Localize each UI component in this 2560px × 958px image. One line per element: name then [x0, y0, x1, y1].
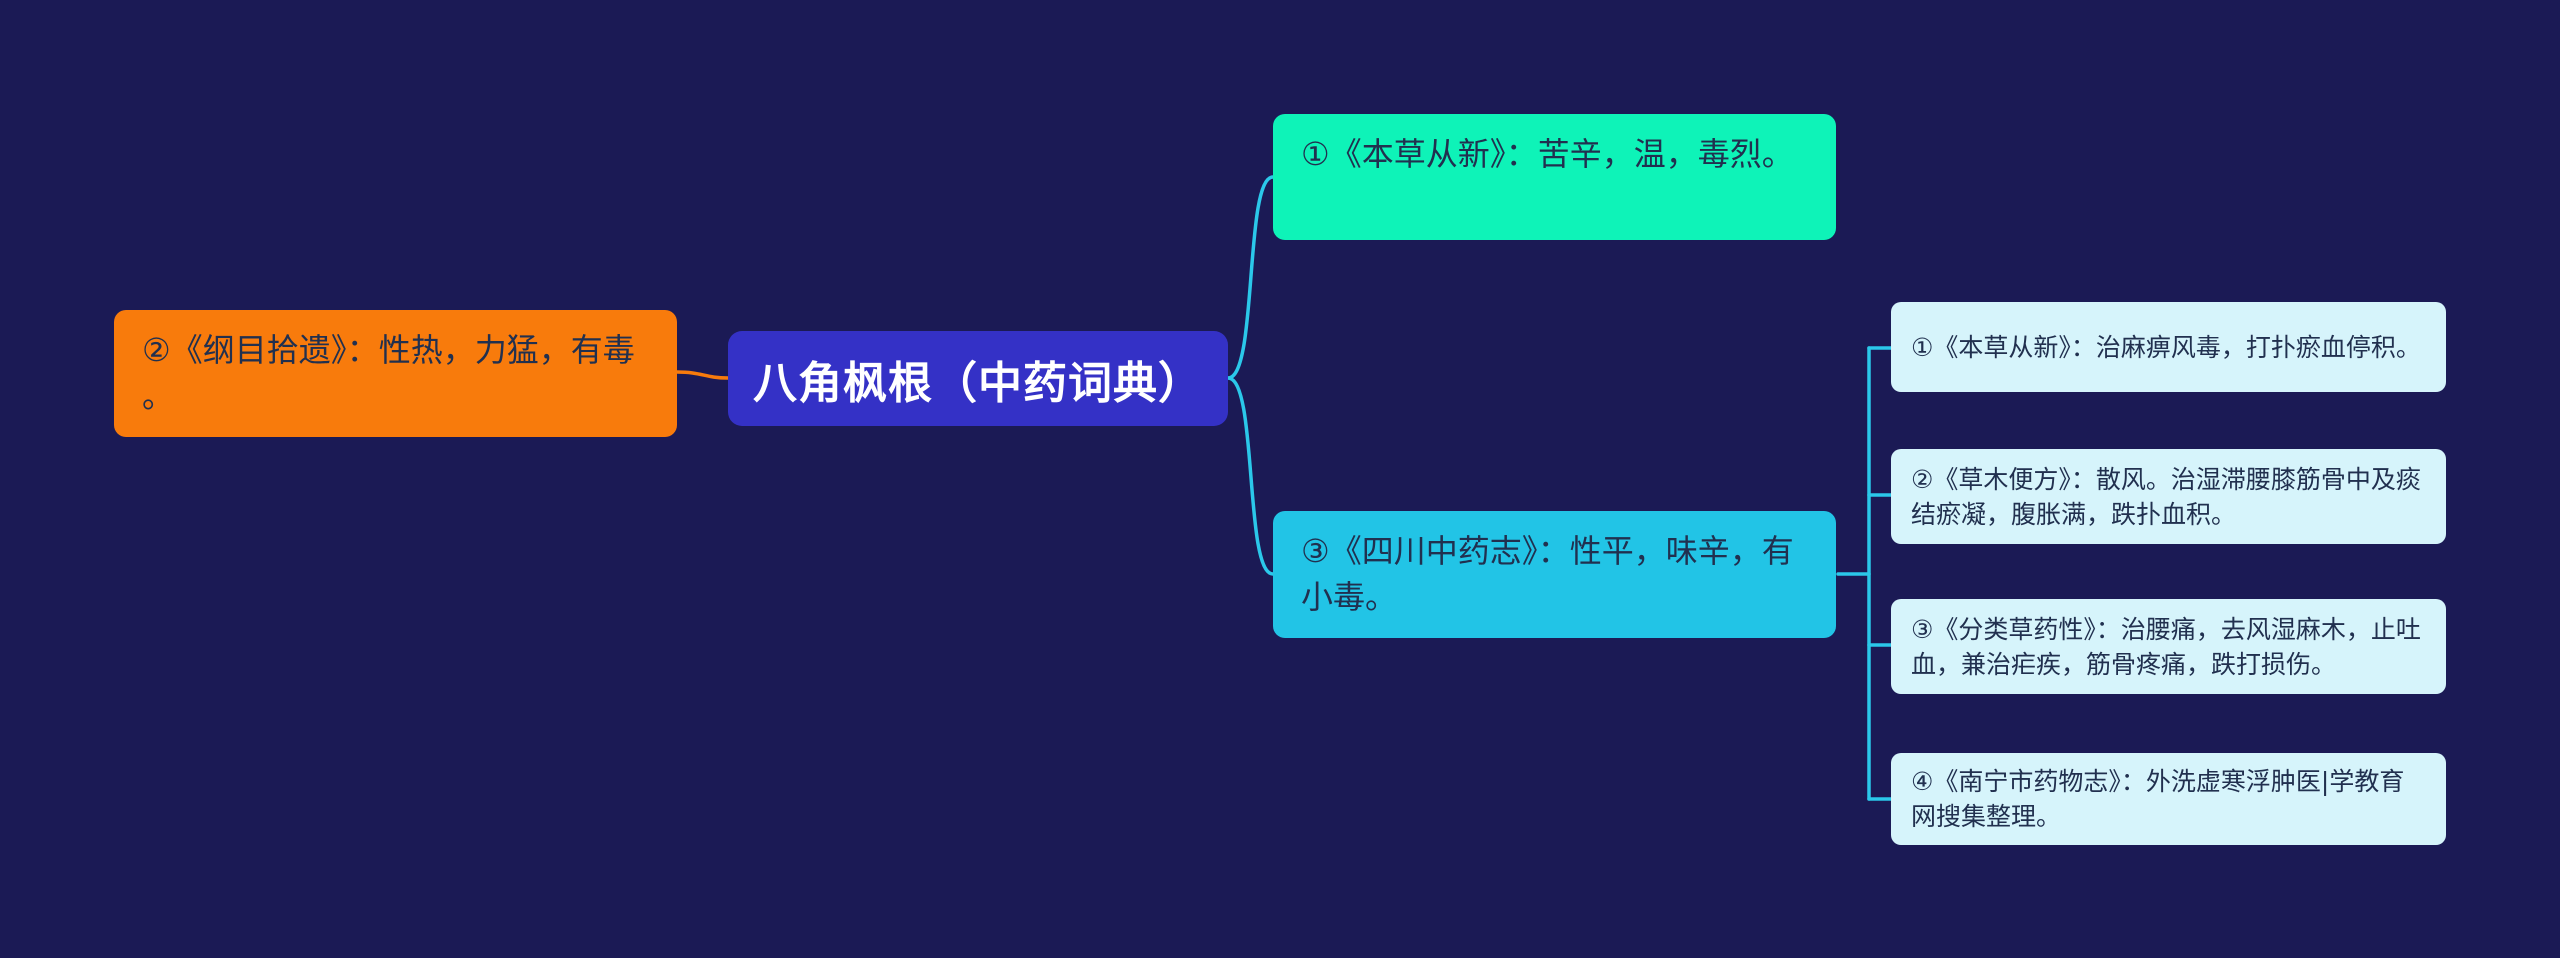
branch-node-label: ③《四川中药志》：性平，味辛，有小毒。 — [1301, 532, 1794, 617]
root-node-label: 八角枫根（中药词典） — [753, 357, 1203, 409]
leaf-node-nanning-yaowuzhi[interactable]: ④《南宁市药物志》：外洗虚寒浮肿医|学教育网搜集整理。 — [1891, 753, 2446, 845]
leaf-node-label: ④《南宁市药物志》：外洗虚寒浮肿医|学教育网搜集整理。 — [1911, 767, 2405, 831]
branch-node-label: ②《纲目拾遗》：性热，力猛，有毒。 — [142, 331, 635, 416]
connector-root-to-top-branch — [1226, 175, 1275, 380]
leaf-node-caomu-bianfang[interactable]: ②《草木便方》：散风。治湿滞腰膝筋骨中及痰结瘀凝，腹胀满，跌扑血积。 — [1891, 449, 2446, 544]
root-node[interactable]: 八角枫根（中药词典） — [728, 331, 1228, 426]
connector-root-to-left-branch — [675, 370, 730, 380]
branch-node-bencao-congxin[interactable]: ①《本草从新》：苦辛，温，毒烈。 — [1273, 114, 1836, 240]
leaf-node-label: ③《分类草药性》：治腰痛，去风湿麻木，止吐血，兼治疟疾，筋骨疼痛，跌打损伤。 — [1911, 614, 2421, 679]
leaf-node-label: ②《草木便方》：散风。治湿滞腰膝筋骨中及痰结瘀凝，腹胀满，跌扑血积。 — [1911, 464, 2421, 529]
leaf-node-fenlei-caoyaoxing[interactable]: ③《分类草药性》：治腰痛，去风湿麻木，止吐血，兼治疟疾，筋骨疼痛，跌打损伤。 — [1891, 599, 2446, 694]
leaf-node-bencao-congxin[interactable]: ①《本草从新》：治麻痹风毒，打扑瘀血停积。 — [1891, 302, 2446, 392]
connector-root-to-bottom-branch — [1226, 376, 1275, 576]
branch-node-gangmu-shiyi[interactable]: ②《纲目拾遗》：性热，力猛，有毒。 — [114, 310, 677, 437]
branch-node-label: ①《本草从新》：苦辛，温，毒烈。 — [1301, 135, 1794, 173]
branch-node-sichuan-zhongyaozhi[interactable]: ③《四川中药志》：性平，味辛，有小毒。 — [1273, 511, 1836, 638]
leaf-node-label: ①《本草从新》：治麻痹风毒，打扑瘀血停积。 — [1911, 332, 2421, 362]
